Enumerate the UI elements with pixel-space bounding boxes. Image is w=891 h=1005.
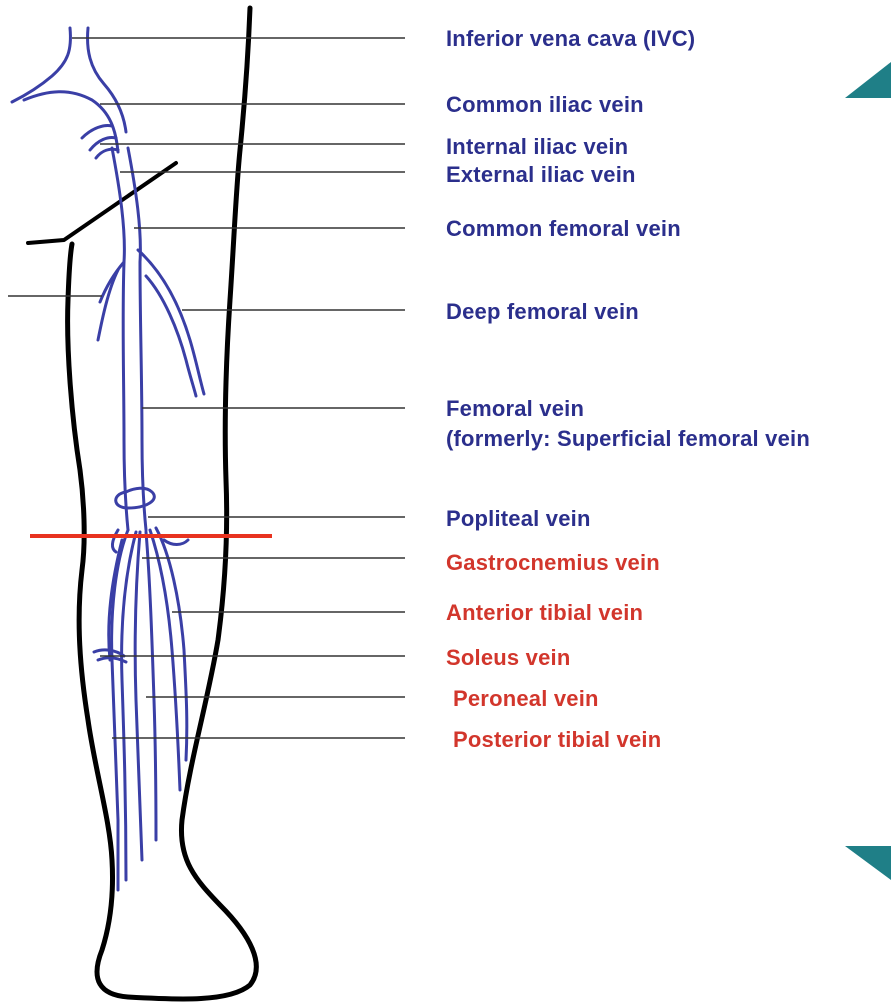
thigh-branch-2 <box>98 270 118 340</box>
common-iliac-vein <box>24 92 118 152</box>
label-soleus: Soleus vein <box>446 645 570 670</box>
popliteal-small-arc <box>164 540 188 545</box>
label-posterior-tibial: Posterior tibial vein <box>453 727 661 752</box>
calf-vein-4 <box>146 532 156 840</box>
label-gastrocnemius: Gastrocnemius vein <box>446 550 660 575</box>
label-external-iliac: External iliac vein <box>446 162 636 187</box>
label-popliteal: Popliteal vein <box>446 506 591 531</box>
label-femoral-note: (formerly: Superficial femoral vein <box>446 426 810 451</box>
calf-vein-3 <box>135 532 142 860</box>
arrow-down-icon <box>845 846 891 880</box>
hip-crease-line <box>28 163 176 243</box>
internal-iliac-branch-1 <box>82 126 112 139</box>
vein-labels: Inferior vena cava (IVC) Common iliac ve… <box>446 26 810 752</box>
label-common-femoral: Common femoral vein <box>446 216 681 241</box>
popliteal-connector <box>112 530 118 552</box>
vein-network <box>12 28 204 890</box>
pointer-lines <box>8 38 405 738</box>
calf-vein-2 <box>122 532 136 880</box>
label-peroneal: Peroneal vein <box>453 686 599 711</box>
label-anterior-tibial: Anterior tibial vein <box>446 600 643 625</box>
deep-femoral-vein-1 <box>138 250 204 394</box>
label-deep-femoral: Deep femoral vein <box>446 299 639 324</box>
label-internal-iliac: Internal iliac vein <box>446 134 628 159</box>
femoral-vein-right-wall <box>128 148 146 530</box>
label-femoral: Femoral vein <box>446 396 584 421</box>
popliteal-loop <box>116 488 155 508</box>
arrow-up-icon <box>845 62 891 98</box>
label-ivc: Inferior vena cava (IVC) <box>446 26 695 51</box>
label-common-iliac: Common iliac vein <box>446 92 644 117</box>
